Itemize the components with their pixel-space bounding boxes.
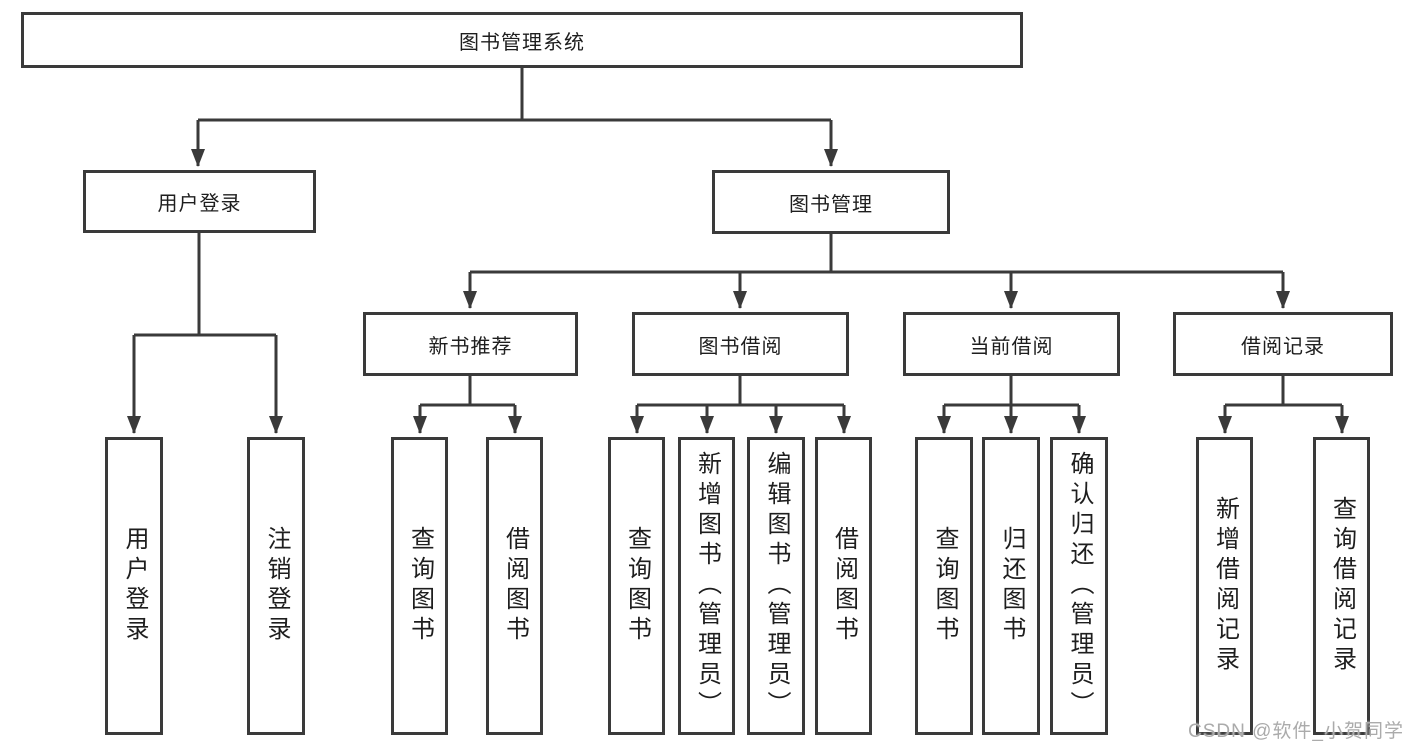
leaf-query-books-1: 查询图书 <box>391 437 448 735</box>
leaf-add-books-admin: 新增图书（管理员） <box>678 437 735 735</box>
leaf-query-borrow-record: 查询借阅记录 <box>1313 437 1370 735</box>
leaf-borrow-books-1-label: 借阅图书 <box>501 526 529 646</box>
leaf-edit-books-admin: 编辑图书（管理员） <box>747 437 805 735</box>
node-book-management-label: 图书管理 <box>789 193 873 216</box>
node-new-book-recommendation: 新书推荐 <box>363 312 578 376</box>
leaf-borrow-books-1: 借阅图书 <box>486 437 543 735</box>
node-book-borrowing-label: 图书借阅 <box>698 335 783 358</box>
node-current-borrowing: 当前借阅 <box>903 312 1120 376</box>
leaf-return-books-label: 归还图书 <box>998 526 1025 646</box>
node-borrowing-records: 借阅记录 <box>1173 312 1393 376</box>
leaf-borrow-books-2-label: 借阅图书 <box>830 526 858 646</box>
leaf-query-books-2-label: 查询图书 <box>623 526 651 646</box>
node-library-management-system: 图书管理系统 <box>21 12 1023 68</box>
leaf-return-books: 归还图书 <box>982 437 1040 735</box>
node-book-management: 图书管理 <box>712 170 950 234</box>
node-borrowing-records-label: 借阅记录 <box>1241 335 1325 358</box>
leaf-query-books-3-label: 查询图书 <box>931 526 958 646</box>
leaf-confirm-return-admin-label: 确认归还（管理员） <box>1066 451 1093 721</box>
leaf-user-login-label: 用户登录 <box>121 526 148 646</box>
leaf-confirm-return-admin: 确认归还（管理员） <box>1050 437 1108 735</box>
node-new-book-recommendation-label: 新书推荐 <box>428 335 513 358</box>
leaf-edit-books-admin-label: 编辑图书（管理员） <box>763 451 790 721</box>
leaf-query-books-3: 查询图书 <box>915 437 973 735</box>
watermark: CSDN @软件_小贺同学 <box>1188 721 1404 742</box>
leaf-logout: 注销登录 <box>247 437 305 735</box>
node-user-login: 用户登录 <box>83 170 316 233</box>
leaf-borrow-books-2: 借阅图书 <box>815 437 872 735</box>
leaf-add-borrow-record-label: 新增借阅记录 <box>1211 496 1239 676</box>
leaf-logout-label: 注销登录 <box>263 526 290 646</box>
leaf-user-login: 用户登录 <box>105 437 163 735</box>
node-book-borrowing: 图书借阅 <box>632 312 849 376</box>
node-library-management-system-label: 图书管理系统 <box>459 31 585 54</box>
leaf-query-books-1-label: 查询图书 <box>406 526 434 646</box>
node-user-login-label: 用户登录 <box>157 193 242 215</box>
leaf-add-borrow-record: 新增借阅记录 <box>1196 437 1253 735</box>
leaf-add-books-admin-label: 新增图书（管理员） <box>693 451 721 721</box>
leaf-query-borrow-record-label: 查询借阅记录 <box>1328 496 1356 676</box>
leaf-query-books-2: 查询图书 <box>608 437 665 735</box>
node-current-borrowing-label: 当前借阅 <box>969 335 1054 358</box>
